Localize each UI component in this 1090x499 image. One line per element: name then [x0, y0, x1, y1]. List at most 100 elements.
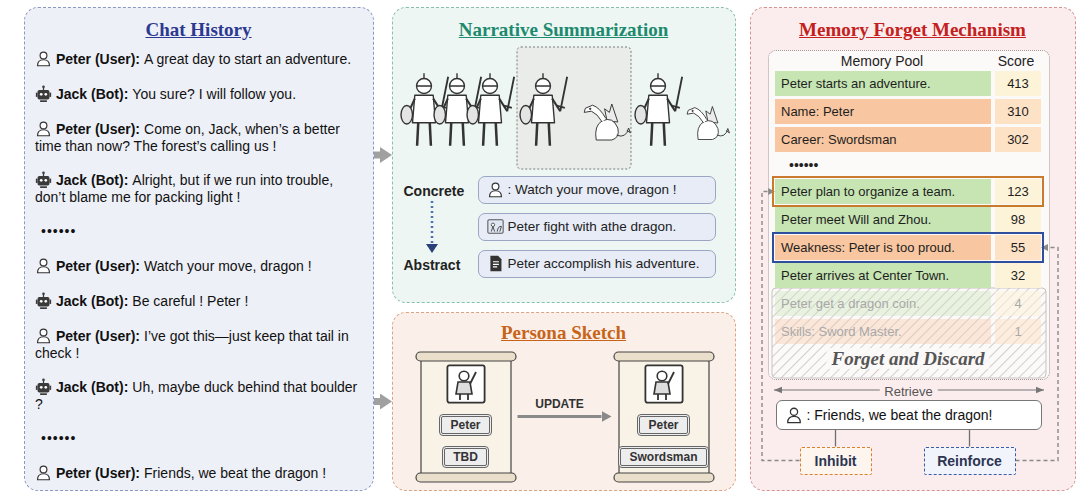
icon-part [487, 220, 502, 234]
memory-row: Peter plan to organize a team.123 [775, 179, 1041, 204]
ellipsis-dots: •••••• [35, 223, 76, 239]
memory-row: Peter starts an adventure. 413 [775, 71, 1041, 96]
chat-message: Jack (Bot):Alright, but if we run into t… [35, 171, 363, 206]
memory-row: Weakness: Peter is too proud. 55 [775, 235, 1041, 260]
memory-cell: Skills: Sword Master. [775, 319, 991, 344]
score-cell: 413 [995, 71, 1041, 96]
icon-part [492, 262, 498, 267]
icon-part [40, 394, 47, 396]
doc-icon [487, 255, 504, 272]
icon-part [49, 386, 51, 390]
summary-box: Peter accomplish his adventure. [478, 250, 716, 278]
memory-cell: Peter get a dragon coin. [775, 291, 991, 316]
chat-message: •••••• [35, 223, 363, 240]
memory-text: Peter starts an adventure. [781, 76, 931, 91]
icon-part [40, 259, 47, 266]
connector [835, 430, 836, 447]
icon-part [40, 100, 47, 102]
memory-cell: Peter plan to organize a team. [775, 179, 991, 204]
summary-text: Peter fight with athe dragon. [508, 219, 677, 234]
bot-icon [35, 378, 52, 395]
icon-part [38, 383, 50, 392]
retrieve-label: Retrieve [879, 384, 937, 399]
icon-part [40, 179, 43, 182]
score-cell: 98 [995, 207, 1041, 232]
card-content: PeterSwordsman [612, 364, 716, 468]
memory-row: Peter arrives at Center Town. 32 [775, 263, 1041, 288]
text-holder: Narrative Summarization [459, 19, 668, 41]
memory-pool: Memory PoolScore••••••Forget and Discard… [768, 50, 1050, 380]
level-label: Concrete [404, 183, 465, 199]
score-number: 55 [1011, 240, 1025, 255]
score-number: 1 [1014, 324, 1021, 339]
user-icon [35, 50, 52, 67]
chat-message: •••••• [35, 430, 363, 447]
message-text: A great day to start an adventure. [144, 51, 351, 67]
icon-part [49, 299, 51, 303]
persona-tag: Peter [637, 414, 689, 436]
scroll-body [619, 356, 709, 478]
summary-text: Peter accomplish his adventure. [508, 256, 700, 271]
score-number: 32 [1011, 268, 1025, 283]
summary-panel: Narrative SummarizationConcreteAbstract:… [392, 7, 736, 303]
bot-icon [35, 85, 52, 102]
scroll-body [421, 356, 511, 478]
memory-cell: Weakness: Peter is too proud. [775, 235, 991, 260]
reinforce-box: Reinforce [924, 447, 1016, 475]
text-holder: Concrete [404, 182, 465, 200]
scene-team [401, 73, 514, 145]
score-number: 310 [1007, 104, 1029, 119]
memory-text: Peter plan to organize a team. [781, 184, 955, 199]
message-text: You sure? I will follow you. [132, 86, 296, 102]
icon-part [447, 365, 484, 402]
connector [969, 430, 970, 447]
score-number: 413 [1007, 76, 1029, 91]
icon-part [492, 183, 499, 190]
chat-message: Jack (Bot):Uh, maybe duck behind that bo… [35, 378, 363, 413]
scroll-roll [416, 473, 516, 482]
card-content: PeterTBD [414, 364, 518, 468]
score-cell: 55 [995, 235, 1041, 260]
chat-message: Peter (User):Friends, we beat the dragon… [35, 464, 363, 482]
memory-text: Skills: Sword Master. [781, 324, 902, 339]
icon-part [645, 365, 682, 402]
speaker-name: Peter (User): [56, 121, 140, 137]
persona-card: PeterTBD [414, 350, 518, 484]
user-icon [785, 406, 803, 424]
chat-message: Jack (Bot):Be careful ! Peter ! [35, 292, 363, 310]
text-holder: Persona Sketch [501, 322, 626, 344]
icon-part [36, 92, 38, 96]
icon-part [459, 371, 469, 381]
persona-tag: Peter [439, 414, 491, 436]
chat-panel: Chat HistoryPeter (User):A great day to … [24, 7, 374, 491]
score-number: 98 [1011, 212, 1025, 227]
score-number: 4 [1014, 296, 1021, 311]
score-number: 302 [1007, 132, 1029, 147]
panel-title: Memory Forget Mechanism [799, 19, 1026, 40]
scene-fight [520, 73, 630, 145]
level-label: Abstract [404, 257, 461, 273]
memory-text: Peter get a dragon coin. [781, 296, 920, 311]
text-holder: Memory Forget Mechanism [799, 19, 1026, 41]
icon-part [38, 176, 50, 185]
query-text: : Friends, we beat the dragon! [807, 407, 993, 423]
icon-part [38, 129, 50, 135]
memory-cell: Peter meet Will and Zhou. [775, 207, 991, 232]
icon-part [42, 292, 45, 295]
summary-box: : Watch your move, dragon ! [478, 176, 716, 204]
text-holder: Score [998, 52, 1035, 70]
user-icon [487, 181, 504, 198]
icon-part [38, 474, 50, 480]
connector [374, 398, 380, 405]
icon-part [44, 179, 47, 182]
chat-message: Peter (User):Come on, Jack, when’s a bet… [35, 120, 363, 155]
speaker-name: Peter (User): [56, 328, 140, 344]
icon-part [42, 379, 45, 382]
bot-icon [35, 292, 52, 309]
memory-text: Peter arrives at Center Town. [781, 268, 949, 283]
memory-row: Name: Peter310 [775, 99, 1041, 124]
icon-part [490, 256, 501, 271]
user-icon [35, 257, 52, 274]
ellipsis-dots: •••••• [35, 430, 76, 446]
pic-icon [487, 218, 504, 235]
